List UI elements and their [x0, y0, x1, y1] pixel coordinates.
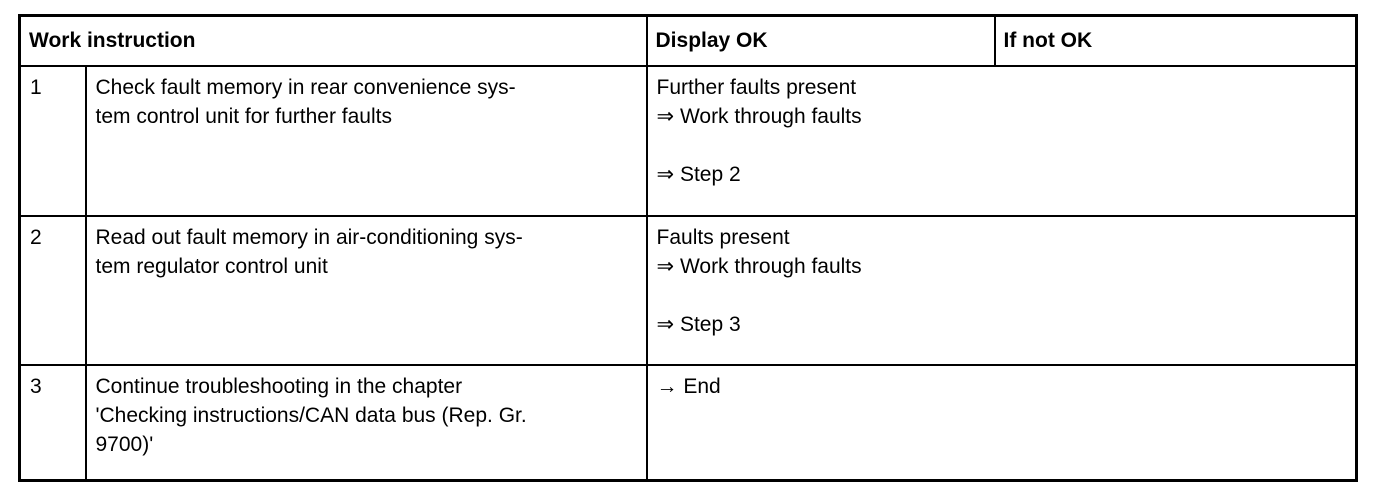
instruction-text: Read out fault memory in air-conditionin…	[84, 214, 648, 366]
table-header-row: Work instruction Display OK If not OK	[18, 14, 1358, 67]
step-number: 3	[18, 363, 87, 482]
header-work-instruction: Work instruction	[18, 14, 648, 67]
display-ok-text: Faults present ⇒ Work through faults ⇒ S…	[645, 214, 1358, 366]
instruction-text: Continue troubleshooting in the chapter …	[84, 363, 648, 482]
table-row: 3 Continue troubleshooting in the chapte…	[18, 363, 1358, 482]
step-number: 1	[18, 64, 87, 217]
step-number: 2	[18, 214, 87, 366]
header-if-not-ok: If not OK	[993, 14, 1358, 67]
display-ok-text: → End	[645, 363, 1358, 482]
work-instruction-table: Work instruction Display OK If not OK 1 …	[18, 14, 1359, 482]
table-row: 1 Check fault memory in rear convenience…	[18, 64, 1358, 217]
instruction-text: Check fault memory in rear convenience s…	[84, 64, 648, 217]
header-display-ok: Display OK	[645, 14, 996, 67]
table-row: 2 Read out fault memory in air-condition…	[18, 214, 1358, 366]
display-ok-text: Further faults present ⇒ Work through fa…	[645, 64, 1358, 217]
